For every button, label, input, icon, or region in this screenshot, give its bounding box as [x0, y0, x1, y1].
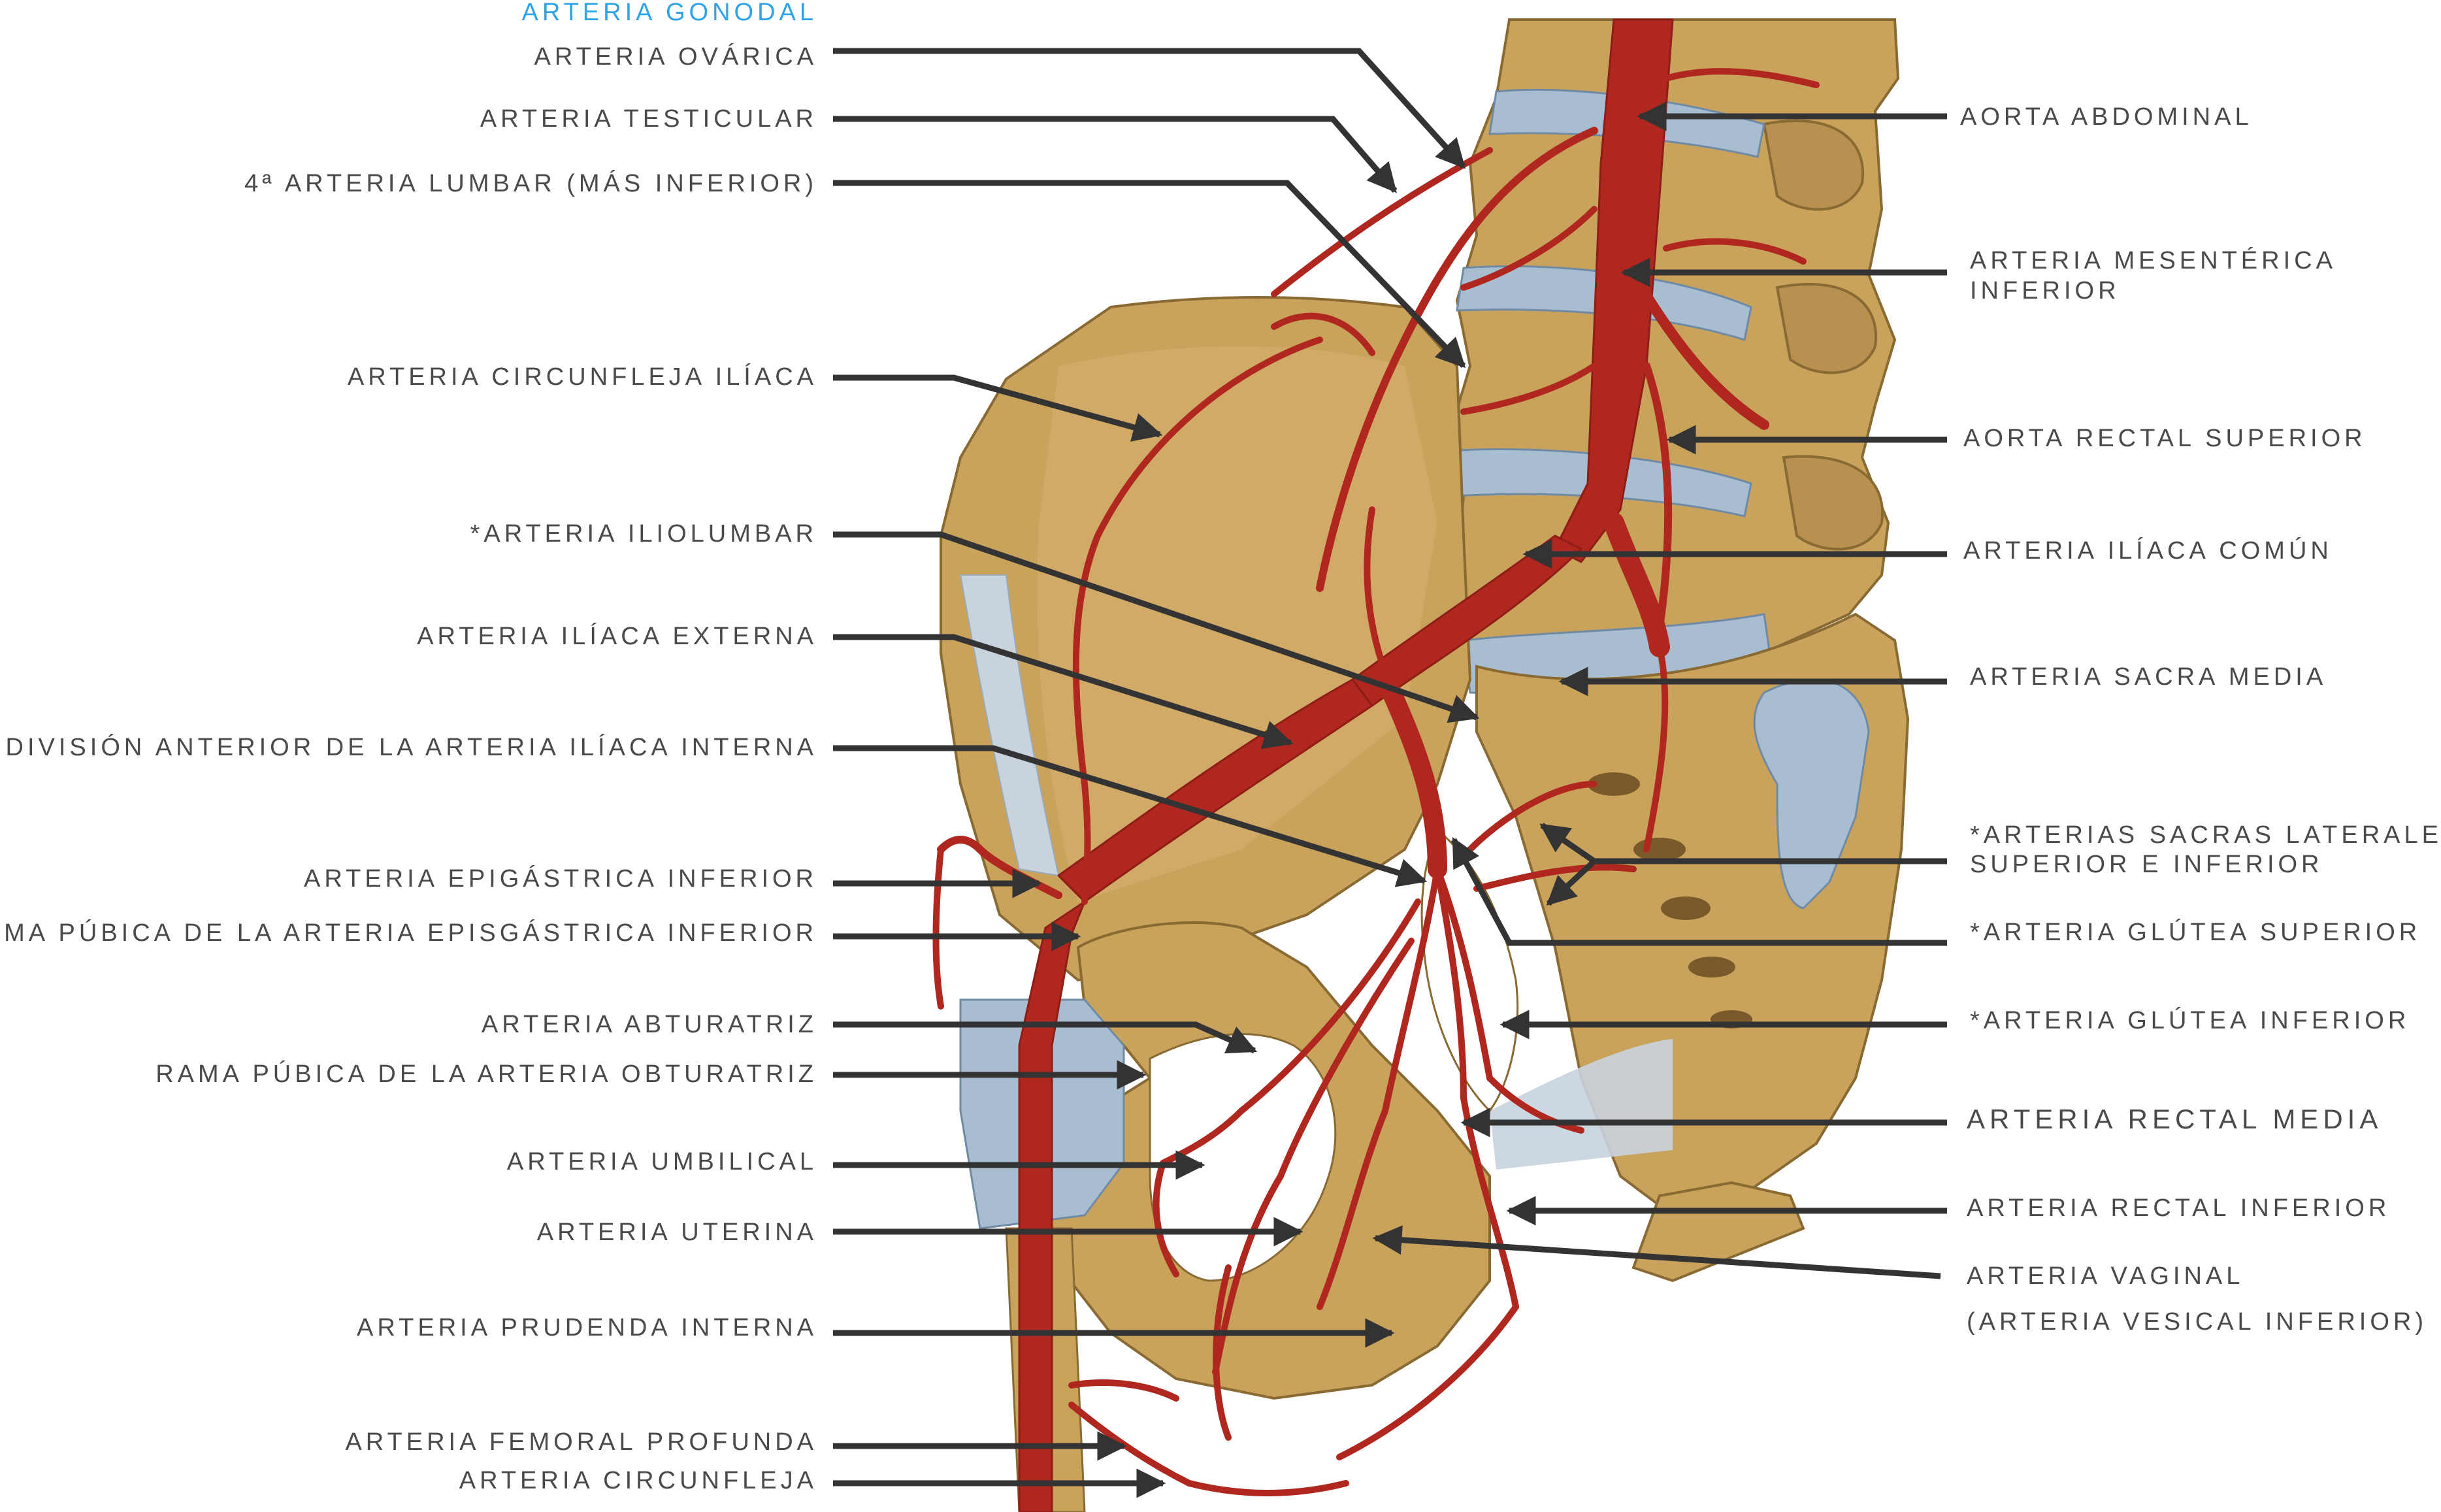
label-deep-femoral-artery: ARTERIA FEMORAL PROFUNDA [345, 1428, 817, 1456]
label-inferior-gluteal-artery: *ARTERIA GLÚTEA INFERIOR [1970, 1007, 2410, 1034]
label-median-sacral-artery: ARTERIA SACRA MEDIA [1970, 663, 2327, 691]
label-obturator-artery: ARTERIA ABTURATRIZ [481, 1011, 817, 1038]
iliac-fossa [1037, 346, 1437, 902]
arteries [932, 18, 1820, 1512]
leader-lines [833, 48, 1947, 1498]
transverse-processes [1762, 119, 1884, 551]
gonadal-artery [1316, 127, 1598, 592]
abdominal-aorta [1554, 18, 1674, 563]
label-inferior-mesenteric-line1: ARTERIA MESENTÉRICA [1970, 247, 2336, 274]
label-middle-rectal-artery: ARTERIA RECTAL MEDIA [1967, 1104, 2383, 1134]
right-common-iliac [1603, 512, 1670, 657]
bones [940, 18, 1910, 1512]
label-lateral-sacral-arteries-line2: SUPERIOR E INFERIOR [1970, 851, 2323, 878]
label-circumflex-iliac-artery: ARTERIA CIRCUNFLEJA ILÍACA [347, 363, 817, 391]
label-inferior-epigastric-artery: ARTERIA EPIGÁSTRICA INFERIOR [304, 865, 817, 893]
label-inferior-mesenteric-line2: INFERIOR [1970, 277, 2120, 304]
label-testicular-artery: ARTERIA TESTICULAR [480, 105, 817, 133]
label-umbilical-artery: ARTERIA UMBILICAL [506, 1148, 817, 1175]
label-inferior-rectal-artery: ARTERIA RECTAL INFERIOR [1967, 1194, 2391, 1222]
label-abdominal-aorta: AORTA ABDOMINAL [1960, 103, 2253, 131]
label-common-iliac-artery: ARTERIA ILÍACA COMÚN [1963, 537, 2333, 565]
label-vaginal-artery: ARTERIA VAGINAL [1967, 1262, 2244, 1290]
label-lateral-sacral-arteries-line1: *ARTERIAS SACRAS LATERALES [1970, 821, 2441, 849]
obturator-artery [1160, 1108, 1245, 1166]
label-ovarian-artery: ARTERIA OVÁRICA [534, 43, 817, 71]
label-internal-pudendal-artery: ARTERIA PRUDENDA INTERNA [357, 1314, 817, 1341]
label-pubic-branch-epigastric: RAMA PÚBICA DE LA ARTERIA EPISGÁSTRICA I… [0, 919, 817, 947]
label-circumflex-artery: ARTERIA CIRCUNFLEJA [459, 1467, 817, 1494]
label-pubic-branch-obturator: RAMA PÚBICA DE LA ARTERIA OBTURATRIZ [156, 1060, 817, 1088]
iliolumbar-artery [1364, 506, 1408, 722]
label-superior-rectal-artery: AORTA RECTAL SUPERIOR [1963, 425, 2367, 452]
label-uterine-artery: ARTERIA UTERINA [536, 1219, 817, 1246]
inferior-mesenteric-artery [1628, 269, 1769, 430]
label-inferior-vesical-artery: (ARTERIA VESICAL INFERIOR) [1967, 1308, 2427, 1336]
label-anterior-division-internal-iliac: DIVISIÓN ANTERIOR DE LA ARTERIA ILÍACA I… [5, 734, 817, 761]
label-superior-gluteal-artery: *ARTERIA GLÚTEA SUPERIOR [1970, 919, 2421, 946]
label-fourth-lumbar-artery: 4ª ARTERIA LUMBAR (MÁS INFERIOR) [244, 170, 817, 197]
femoral-artery [1018, 900, 1086, 1512]
label-external-iliac-artery: ARTERIA ILÍACA EXTERNA [417, 623, 817, 650]
circumflex-iliac-artery [1072, 337, 1323, 905]
label-gonadal-artery: ARTERIA GONODAL [521, 0, 817, 26]
sacrospinous-ligament [1490, 1039, 1673, 1170]
label-iliolumbar-artery: *ARTERIA ILIOLUMBAR [470, 520, 817, 548]
